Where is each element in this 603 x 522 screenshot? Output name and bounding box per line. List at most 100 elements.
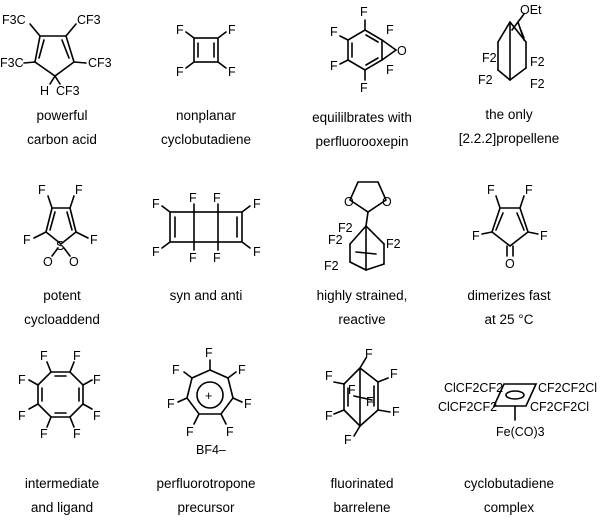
fluorine-label: F bbox=[253, 197, 261, 211]
fluorine-label: F bbox=[176, 23, 184, 37]
cf2-label: F2 bbox=[478, 73, 493, 87]
cf2-label: F2 bbox=[324, 259, 339, 273]
fluorine-label: F bbox=[18, 409, 26, 423]
fluorine-label: F bbox=[390, 367, 398, 381]
cf3-label: F3C bbox=[0, 56, 24, 70]
caption-strained: highly strained,reactive bbox=[316, 288, 408, 327]
structure-strained-ketal: O O F2 F2 F2 F2 bbox=[324, 181, 401, 273]
fluorine-label: F bbox=[93, 409, 101, 423]
oxygen-label: O bbox=[382, 195, 392, 209]
cf3-label: F3C bbox=[2, 13, 26, 27]
fluorine-label: F bbox=[330, 25, 338, 39]
fluorine-label: F bbox=[93, 373, 101, 387]
structure-benzene-oxide: F F F F F F O bbox=[330, 5, 407, 95]
fluorine-label: F bbox=[186, 425, 194, 439]
fluorine-label: F bbox=[360, 81, 368, 95]
fluorine-label: F bbox=[90, 233, 98, 247]
fluorine-label: F bbox=[228, 23, 236, 37]
fluorine-label: F bbox=[167, 397, 175, 411]
fluorine-label: F bbox=[75, 183, 83, 197]
cf2-label: F2 bbox=[530, 55, 545, 69]
fluorine-label: F bbox=[386, 23, 394, 37]
fluorine-label: F bbox=[73, 427, 81, 441]
cf3-label: CF3 bbox=[77, 13, 101, 27]
fluorine-label: F bbox=[38, 183, 46, 197]
sulfur-label: S bbox=[56, 239, 64, 253]
fluorine-label: F bbox=[213, 191, 221, 205]
cf2-label: F2 bbox=[482, 51, 497, 65]
fluorine-label: F bbox=[366, 395, 374, 409]
fluorine-label: F bbox=[205, 346, 213, 360]
fluorine-label: F bbox=[348, 383, 356, 397]
h-label: H bbox=[40, 84, 49, 98]
fluorine-label: F bbox=[23, 233, 31, 247]
fluorine-label: F bbox=[487, 183, 495, 197]
cf2-label: F2 bbox=[328, 233, 343, 247]
fluorine-label: F bbox=[525, 183, 533, 197]
fluorine-label: F bbox=[365, 347, 373, 361]
fluorine-label: F bbox=[244, 397, 252, 411]
tetrafluoroborate-label: BF4– bbox=[196, 443, 226, 457]
fluorine-label: F bbox=[344, 433, 352, 447]
oxygen-label: O bbox=[397, 44, 407, 58]
substituent-label: ClCF2CF2 bbox=[444, 381, 503, 395]
substituent-label: CF2CF2Cl bbox=[538, 381, 597, 395]
fluorine-label: F bbox=[392, 405, 400, 419]
fluorine-label: F bbox=[226, 425, 234, 439]
positive-charge-label: + bbox=[205, 389, 212, 403]
fluorine-label: F bbox=[472, 229, 480, 243]
structure-thiophene-dioxide: F F F F S O O bbox=[23, 183, 98, 269]
structure-propellene: OEt F2 F2 F2 F2 bbox=[478, 3, 545, 91]
structure-tricyclic-diene: F F F F F F F F bbox=[152, 191, 261, 265]
fluorine-label: F bbox=[238, 363, 246, 377]
fluorine-label: F bbox=[189, 191, 197, 205]
fluorine-label: F bbox=[189, 251, 197, 265]
caption-propellene: the only[2.2.2]propellene bbox=[458, 107, 560, 146]
fluorine-label: F bbox=[176, 65, 184, 79]
structure-cyclooctatetraene: F F F F F F F F bbox=[18, 349, 101, 441]
fluorine-label: F bbox=[40, 349, 48, 363]
fluorine-label: F bbox=[40, 427, 48, 441]
fluorine-label: F bbox=[152, 197, 160, 211]
oxygen-label: O bbox=[344, 195, 354, 209]
substituent-label: ClCF2CF2 bbox=[438, 400, 497, 414]
cf2-label: F2 bbox=[386, 237, 401, 251]
fluorine-label: F bbox=[325, 409, 333, 423]
cf3-label: CF3 bbox=[88, 56, 112, 70]
substituent-label: CF2CF2Cl bbox=[530, 400, 589, 414]
fluorine-label: F bbox=[540, 229, 548, 243]
structure-tropylium: F F F F F F F + BF4– bbox=[167, 346, 252, 457]
fluorine-label: F bbox=[213, 251, 221, 265]
fluorine-label: F bbox=[360, 5, 368, 19]
fluorine-label: F bbox=[386, 63, 394, 77]
oxygen-label: O bbox=[505, 257, 515, 271]
caption-syn-anti: syn and anti bbox=[169, 288, 243, 303]
fluorine-label: F bbox=[325, 369, 333, 383]
fluorine-label: F bbox=[228, 65, 236, 79]
cf3-label: CF3 bbox=[56, 84, 80, 98]
fluorine-label: F bbox=[330, 59, 338, 73]
oet-label: OEt bbox=[520, 3, 542, 17]
oxygen-label: O bbox=[43, 255, 53, 269]
structure-cyclobutadiene: F F F F bbox=[176, 23, 236, 79]
fluorine-label: F bbox=[73, 349, 81, 363]
fluorine-label: F bbox=[152, 245, 160, 259]
structure-cyclobutadiene-complex: ClCF2CF2 CF2CF2Cl ClCF2CF2 CF2CF2Cl Fe(C… bbox=[438, 381, 597, 439]
structure-barrelene: F F F F F F F F bbox=[325, 347, 400, 447]
cf2-label: F2 bbox=[338, 221, 353, 235]
oxygen-label: O bbox=[69, 255, 79, 269]
fluorine-label: F bbox=[18, 373, 26, 387]
structure-carbon-acid: F3C CF3 F3C CF3 H CF3 bbox=[0, 13, 112, 98]
cf2-label: F2 bbox=[530, 77, 545, 91]
structure-cyclopentadienone: F F F F O bbox=[472, 183, 548, 271]
